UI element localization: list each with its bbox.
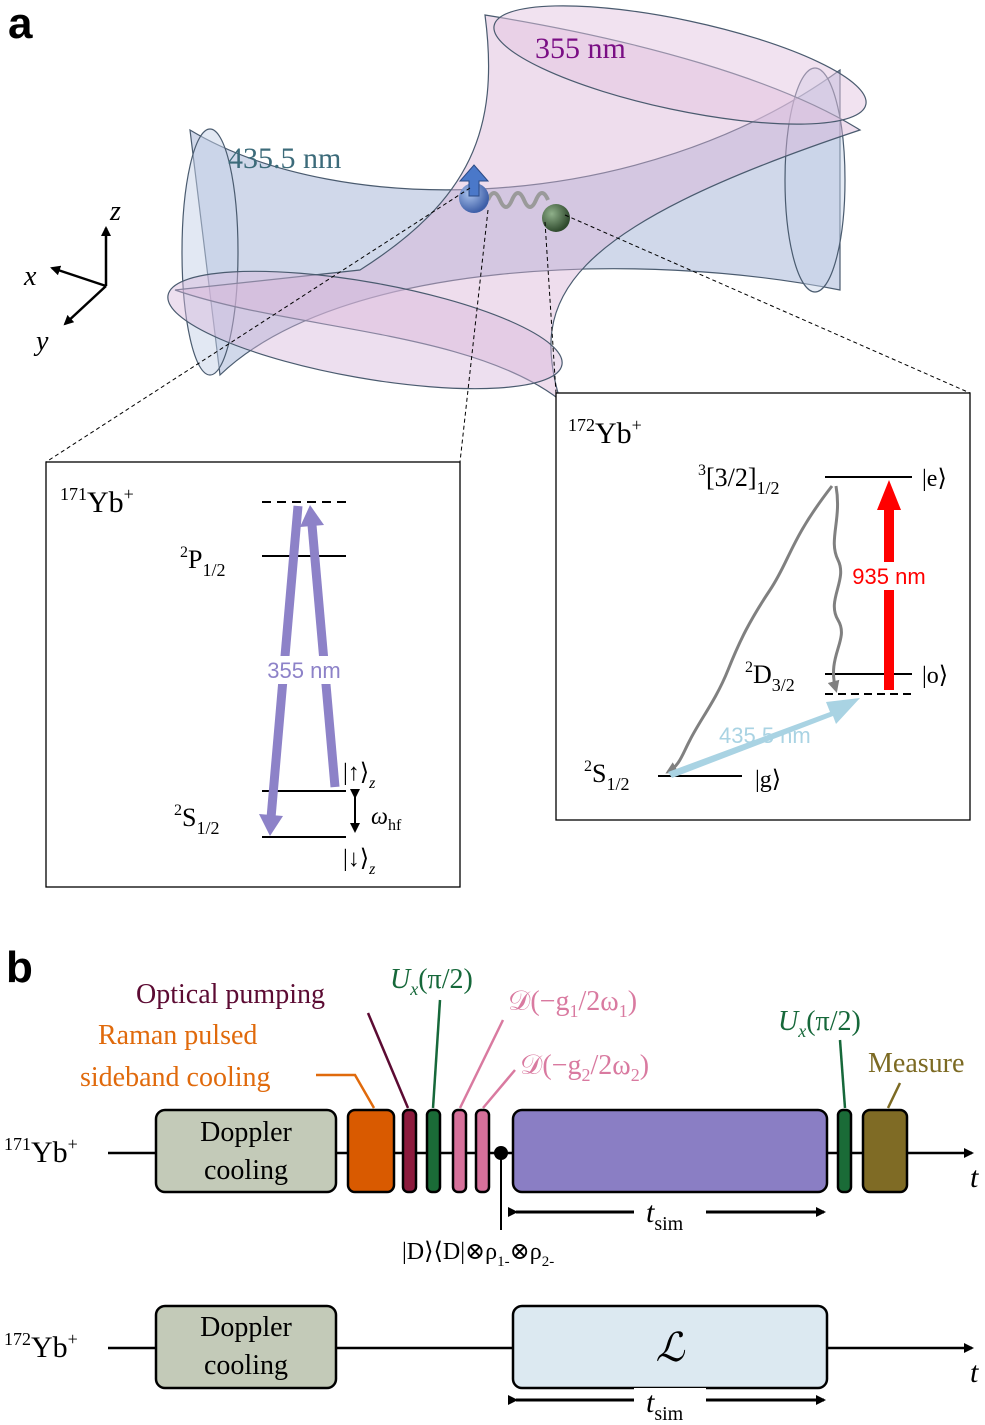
ket-e: |e⟩ [922, 466, 947, 492]
axis-z-label: z [109, 196, 121, 227]
displacement-pulse-1 [451, 1108, 468, 1194]
laser-435-label: 435.5 nm [719, 723, 811, 748]
tsim-label-1: tsim [646, 1196, 684, 1235]
raman-label-line2: sideband cooling [80, 1062, 271, 1093]
initial-state-label: |D⟩⟨D|⊗ρ1-⊗ρ2- [402, 1239, 554, 1270]
ux-label-1: Ux(π/2) [390, 964, 473, 999]
axis-x-label: x [23, 261, 37, 292]
row2-t-label: t [970, 1356, 979, 1389]
displacement-pulse-2 [474, 1108, 491, 1194]
d-level-label: 2D3/2 [745, 659, 795, 695]
row1-ion-label: 171Yb+ [4, 1134, 78, 1169]
ion-172-sphere [542, 204, 570, 232]
spin-up-icon [458, 164, 490, 197]
measure-block [861, 1108, 909, 1194]
raman-label-line1: Raman pulsed [98, 1020, 257, 1051]
ket-down-z: |↓⟩z [343, 846, 376, 878]
laser-435-arrow [668, 698, 860, 778]
lindblad-symbol: ℒ [656, 1325, 686, 1370]
ket-g: |g⟩ [755, 767, 781, 793]
coordinate-axes [50, 226, 111, 326]
e-level-label: 3[3/2]1/2 [698, 462, 780, 498]
tsim-label-2: tsim [646, 1386, 684, 1425]
panel-a-label: a [8, 0, 33, 48]
ion-171-sphere [459, 183, 489, 213]
beam-435-label: 435.5 nm [228, 142, 341, 175]
row2-doppler-text2: cooling [204, 1350, 288, 1381]
row2-doppler-block [154, 1304, 338, 1390]
yb172-level-diagram: 172Yb+ 3[3/2]1/2 |e⟩ 2D3/2 |o⟩ 2S1/2 |g⟩… [555, 392, 971, 821]
panel-b-label: b [6, 943, 33, 992]
simulation-block [511, 1108, 829, 1194]
beam-355-label: 355 nm [535, 32, 626, 65]
yb172-title: 172Yb+ [568, 415, 642, 450]
p-level-label: 2P1/2 [180, 544, 225, 580]
row2-ion-label: 172Yb+ [4, 1329, 78, 1364]
optical-pumping-pulse [401, 1108, 418, 1194]
s172-level-label: 2S1/2 [584, 758, 629, 794]
ux-label-2: Ux(π/2) [778, 1006, 861, 1041]
row2-doppler-text1: Doppler [200, 1312, 292, 1343]
displacement-1-label: 𝒟(−g1/2ω1) [508, 986, 637, 1021]
omega-hf-label: ωhf [371, 804, 402, 834]
laser-355-label: 355 nm [267, 658, 340, 683]
s-level-label: 2S1/2 [174, 802, 219, 838]
row1-doppler-block [154, 1108, 338, 1194]
displacement-2-label: 𝒟(−g2/2ω2) [520, 1050, 649, 1085]
decay-e-to-d [827, 485, 843, 693]
decay-e-to-s [665, 485, 834, 774]
optical-pumping-label: Optical pumping [136, 979, 325, 1010]
ion-chain [458, 164, 570, 232]
ket-o: |o⟩ [922, 663, 948, 689]
zoom-lines [45, 187, 971, 463]
label-leaders [316, 999, 902, 1109]
measure-label: Measure [868, 1048, 964, 1079]
raman-cooling-block [346, 1108, 396, 1194]
ket-up-z: |↑⟩z [343, 760, 376, 792]
ux-pulse-2 [836, 1108, 853, 1194]
axis-y-label: y [33, 326, 49, 357]
row1-t-label: t [970, 1161, 979, 1194]
row1-doppler-text1: Doppler [200, 1117, 292, 1148]
row1-doppler-text2: cooling [204, 1155, 288, 1186]
yb171-title: 171Yb+ [60, 484, 134, 519]
laser-935-arrow [884, 508, 894, 690]
ux-pulse-1 [425, 1108, 442, 1194]
yb171-level-diagram: 171Yb+ 2P1/2 2S1/2 355 nm |↑⟩z |↓⟩z ωhf [45, 461, 461, 888]
laser-935-label: 935 nm [852, 564, 925, 589]
beam-355-tube [167, 5, 867, 402]
